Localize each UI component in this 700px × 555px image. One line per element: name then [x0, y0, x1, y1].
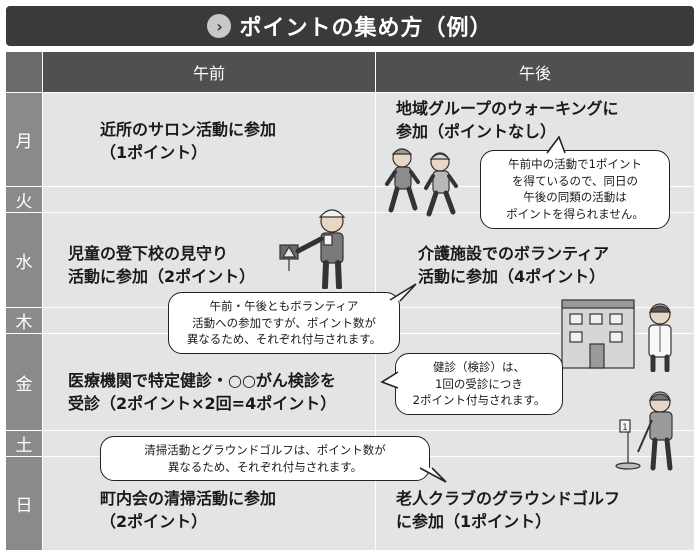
header-pm: 午後 [376, 52, 694, 92]
day-label-fri: 金 [6, 334, 42, 430]
entry-fri-am: 医療機関で特定健診・○○がん検診を 受診（2ポイント×2回=4ポイント） [68, 369, 336, 415]
entry-line: 町内会の清掃活動に参加 [100, 489, 277, 508]
note-cleaning-tail [419, 467, 447, 483]
note-volunteer-bubble: 午前・午後ともボランティア 活動への参加ですが、ポイント数が 異なるため、それぞ… [168, 292, 400, 355]
entry-sun-pm: 老人クラブのグラウンドゴルフ に参加（1ポイント） [396, 487, 620, 533]
entry-line: 児童の登下校の見守り [68, 244, 229, 263]
note-line: 午前中の活動で1ポイント [508, 157, 642, 171]
header-am: 午前 [43, 52, 375, 92]
cell-wed-am [43, 213, 375, 307]
entry-line: 近所のサロン活動に参加 [100, 120, 277, 139]
care-facility-illustration [561, 299, 672, 372]
entry-line: 参加（ポイントなし） [396, 122, 557, 142]
entry-line: 医療機関で特定健診・○○がん検診を [68, 371, 336, 390]
entry-line: 活動に参加（4ポイント） [418, 267, 606, 287]
note-volunteer-tail [389, 283, 417, 302]
entry-line: （2ポイント） [100, 512, 208, 532]
entry-wed-pm: 介護施設でのボランティア 活動に参加（4ポイント） [418, 242, 609, 288]
note-line: 1回の受診につき [435, 376, 523, 391]
header-corner [6, 52, 42, 92]
entry-line: に参加（1ポイント） [396, 512, 552, 532]
entry-line: 介護施設でのボランティア [418, 244, 610, 263]
note-cleaning-bubble: 清掃活動とグラウンドゴルフは、ポイント数が 異なるため、それぞれ付与されます。 [100, 436, 430, 482]
golf-flag-number: 1 [622, 423, 628, 433]
note-line: 午後の同類の活動は [523, 190, 627, 205]
chevron-right-icon: › [207, 14, 232, 38]
entry-mon-pm: 地域グループのウォーキングに 参加（ポイントなし） [396, 97, 619, 143]
day-label-sat: 土 [6, 431, 42, 456]
entry-line: 地域グループのウォーキングに [396, 99, 619, 118]
note-line: 活動への参加ですが、ポイント数が [192, 315, 376, 330]
entry-line: 老人クラブのグラウンドゴルフ [396, 489, 621, 508]
day-label-thu: 木 [6, 308, 42, 333]
entry-sun-am: 町内会の清掃活動に参加 （2ポイント） [100, 487, 276, 533]
note-line: 異なるため、それぞれ付与されます。 [167, 459, 363, 474]
note-line: を得ているので、同日の [511, 173, 639, 188]
title-bar: › ポイントの集め方（例） [6, 6, 694, 46]
day-label-wed: 水 [6, 213, 42, 307]
note-line: 清掃活動とグラウンドゴルフは、ポイント数が [144, 443, 386, 457]
note-checkup-bubble: 健診（検診）は、 1回の受診につき 2ポイント付与されます。 [395, 353, 563, 416]
cell-mon-am [43, 93, 375, 186]
cell-thu-pm [376, 308, 694, 333]
walking-seniors-illustration [385, 148, 458, 217]
page-title: ポイントの集め方（例） [239, 16, 493, 41]
note-walking-tail [546, 136, 566, 154]
day-label-tue: 火 [6, 187, 42, 212]
entry-mon-am: 近所のサロン活動に参加 （1ポイント） [100, 118, 276, 164]
note-walking-bubble: 午前中の活動で1ポイント を得ているので、同日の 午後の同類の活動は ポイントを… [480, 150, 670, 229]
entry-line: 受診（2ポイント×2回=4ポイント） [68, 394, 337, 414]
ground-golf-illustration: 1 [615, 391, 673, 471]
crossing-guard-illustration [279, 209, 346, 289]
cell-tue-am [43, 187, 375, 212]
note-line: ポイントを得られません。 [506, 207, 644, 222]
note-line: 午前・午後ともボランティア [209, 299, 359, 313]
note-checkup-tail [380, 371, 399, 389]
entry-wed-am: 児童の登下校の見守り 活動に参加（2ポイント） [68, 242, 255, 288]
entry-line: （1ポイント） [100, 143, 208, 163]
day-label-sun: 日 [6, 457, 42, 550]
note-line: 健診（検診）は、 [433, 360, 525, 374]
note-line: 2ポイント付与されます。 [412, 393, 546, 408]
day-label-mon: 月 [6, 93, 42, 186]
entry-line: 活動に参加（2ポイント） [68, 267, 256, 287]
note-line: 異なるため、それぞれ付与されます。 [186, 332, 382, 347]
